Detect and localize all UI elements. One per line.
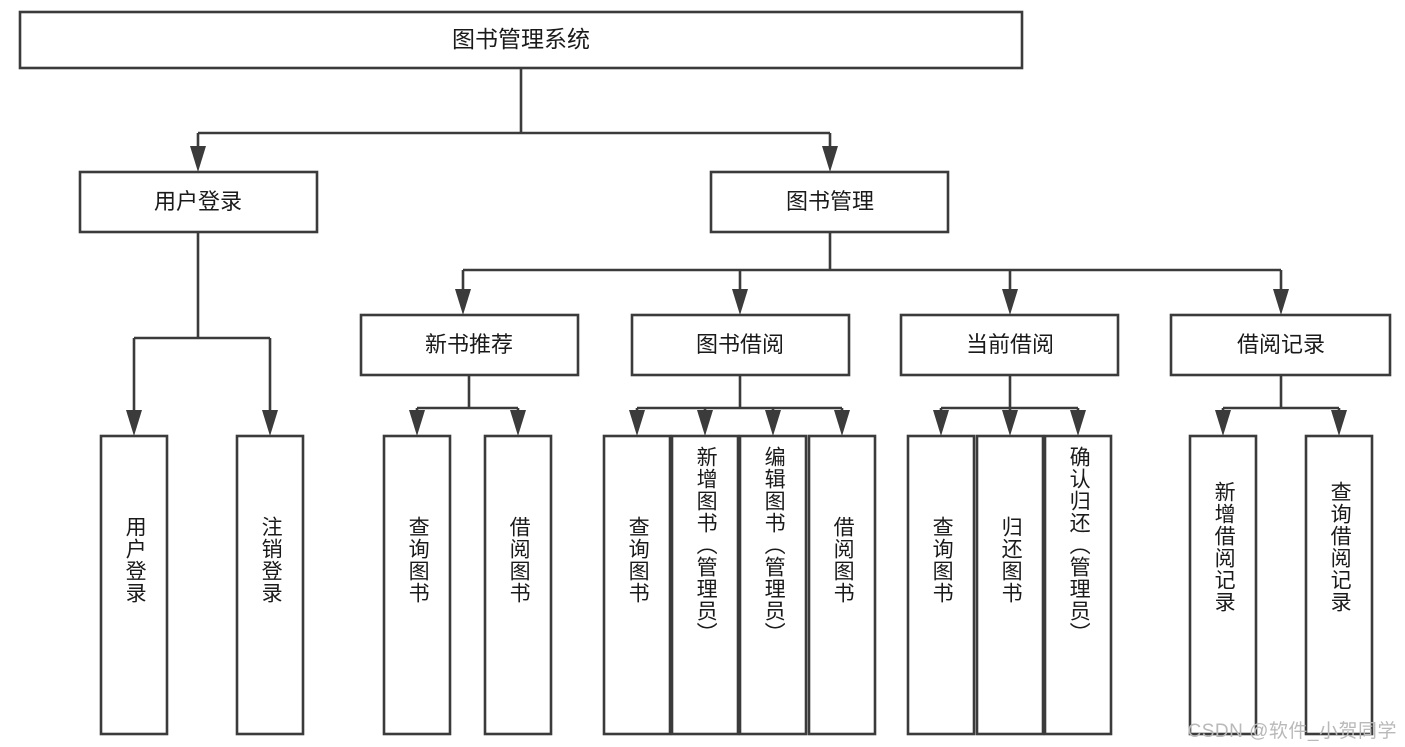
node-root-label: 图书管理系统 xyxy=(452,26,590,52)
arrow-head-nb-leaf-1 xyxy=(409,410,425,436)
connector-user-login-to-leaves xyxy=(126,232,278,436)
node-current-borrow-box[interactable] xyxy=(899,313,1120,377)
node-user-login-box[interactable] xyxy=(78,170,319,234)
arrow-head-br-leaf-2 xyxy=(1331,410,1347,436)
arrow-head-bb-leaf-1 xyxy=(629,410,645,436)
leaf-box-cb-return-book[interactable] xyxy=(975,434,1045,736)
arrow-head-bb-leaf-3 xyxy=(765,410,781,436)
node-book-manage-label: 图书管理 xyxy=(786,189,874,214)
connector-borrow-record-to-leaves xyxy=(1215,375,1347,436)
leaf-box-br-add-record[interactable] xyxy=(1188,434,1258,736)
arrow-head-borrow-record xyxy=(1273,289,1289,315)
leaf-box-nb-borrow-book[interactable] xyxy=(483,434,553,736)
leaf-box-bb-borrow-book[interactable] xyxy=(807,434,877,736)
node-user-login-label: 用户登录 xyxy=(154,189,242,214)
node-borrow-record[interactable]: 借阅记录 xyxy=(1169,313,1392,377)
node-new-book-recommend-label: 新书推荐 xyxy=(425,332,513,357)
node-user-login[interactable]: 用户登录 xyxy=(78,170,319,234)
arrow-head-cb-leaf-3 xyxy=(1070,410,1086,436)
arrow-head-book-borrow xyxy=(732,289,748,315)
arrow-head-cb-leaf-1 xyxy=(933,410,949,436)
node-book-manage-box[interactable] xyxy=(709,170,950,234)
arrow-head-book-manage xyxy=(822,146,838,172)
arrow-head-cb-leaf-2 xyxy=(1002,410,1018,436)
node-current-borrow-label: 当前借阅 xyxy=(966,332,1054,357)
node-borrow-record-label: 借阅记录 xyxy=(1237,332,1325,357)
connector-root-to-level2 xyxy=(190,68,838,172)
node-root-box[interactable] xyxy=(18,10,1024,70)
node-root[interactable]: 图书管理系统 xyxy=(18,10,1024,70)
leaf-box-bb-add-book[interactable] xyxy=(670,434,740,736)
node-current-borrow[interactable]: 当前借阅 xyxy=(899,313,1120,377)
leaf-box-logout[interactable] xyxy=(235,434,305,736)
leaf-box-br-query-record[interactable] xyxy=(1304,434,1374,736)
node-book-borrow-box[interactable] xyxy=(630,313,851,377)
connector-new-book-to-leaves xyxy=(409,375,526,436)
leaf-box-bb-edit-book[interactable] xyxy=(738,434,808,736)
connector-book-borrow-to-leaves xyxy=(629,375,850,436)
node-book-manage[interactable]: 图书管理 xyxy=(709,170,950,234)
arrow-head-current-borrow xyxy=(1002,289,1018,315)
node-borrow-record-box[interactable] xyxy=(1169,313,1392,377)
arrow-head-leaf-user-login xyxy=(126,410,142,436)
leaf-box-cb-query-book[interactable] xyxy=(906,434,976,736)
watermark-text: CSDN @软件_小贺同学 xyxy=(1187,721,1397,742)
arrow-head-br-leaf-1 xyxy=(1215,410,1231,436)
connector-book-manage-to-level3 xyxy=(455,232,1289,315)
node-book-borrow-label: 图书借阅 xyxy=(696,332,784,357)
arrow-head-bb-leaf-2 xyxy=(697,410,713,436)
node-book-borrow[interactable]: 图书借阅 xyxy=(630,313,851,377)
arrow-head-user-login xyxy=(190,146,206,172)
arrow-head-new-book xyxy=(455,289,471,315)
arrow-head-leaf-logout xyxy=(262,410,278,436)
arrow-head-nb-leaf-2 xyxy=(510,410,526,436)
arrow-head-bb-leaf-4 xyxy=(834,410,850,436)
node-new-book-recommend-box[interactable] xyxy=(359,313,580,377)
leaf-box-cb-confirm-return[interactable] xyxy=(1043,434,1113,736)
leaf-box-bb-query-book[interactable] xyxy=(602,434,672,736)
connector-current-borrow-to-leaves xyxy=(933,375,1086,436)
leaf-box-nb-query-book[interactable] xyxy=(382,434,452,736)
leaf-box-user-login[interactable] xyxy=(99,434,169,736)
node-new-book-recommend[interactable]: 新书推荐 xyxy=(359,313,580,377)
